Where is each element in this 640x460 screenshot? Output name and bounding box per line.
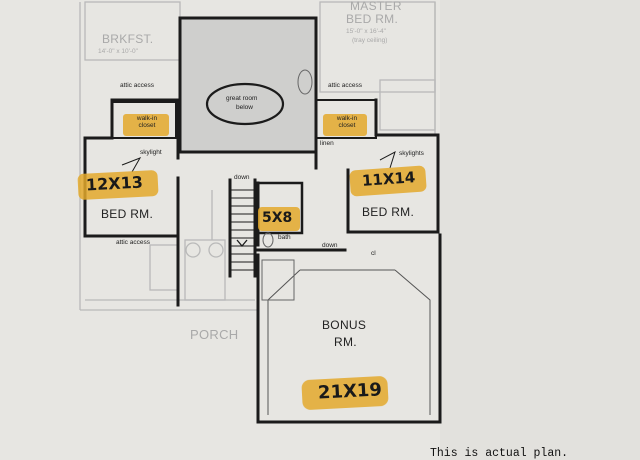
closet-label: cl [371,250,376,257]
walk-in-closet-right: walk-in closet [336,115,358,129]
bonus-room-label-1: BONUS [322,318,367,332]
bonus-size: 21X19 [317,379,383,404]
skylight-marks [121,150,396,173]
fixtures [261,69,313,301]
breakfast-label: BRKFST. [102,32,154,46]
walk-in-closet-left: walk-in closet [136,115,158,129]
stair-treads [231,189,254,271]
attic-access-top-right: attic access [328,82,362,89]
ghost-lower-floor [79,1,441,420]
attic-access-top-left: attic access [120,82,154,89]
master-note: (tray ceiling) [352,37,388,44]
highlights [77,114,427,410]
breakfast-dims: 14'-0" x 10'-0" [98,48,138,55]
stairs-down-top: down [234,174,250,181]
great-room-oval [205,82,285,126]
attic-access-bottom-left: attic access [116,239,150,246]
master-bed-label-2: BED RM. [346,12,399,26]
bed-right-size: 11X14 [361,168,416,190]
linen-label: linen [320,140,334,147]
porch-label: PORCH [190,327,239,342]
master-dims: 15'-0" x 16'-4" [346,28,386,35]
paper-shade [440,0,640,460]
caption: This is actual plan. [430,447,569,460]
bath-size: 5X8 [262,210,293,226]
skylights-right: skylights [399,150,424,157]
bonus-room-label-2: RM. [334,335,357,349]
bath-label: bath [278,234,291,241]
bed-room-left-label: BED RM. [101,207,154,221]
bed-room-right-label: BED RM. [362,205,415,219]
stairs-down-middle: down [322,242,338,249]
bed-left-size: 12X13 [85,172,144,195]
great-room-label-1: great room [226,95,258,102]
master-bed-label-1: MASTER [350,0,402,13]
great-room-label-2: below [236,104,253,111]
skylight-left: skylight [140,149,162,156]
